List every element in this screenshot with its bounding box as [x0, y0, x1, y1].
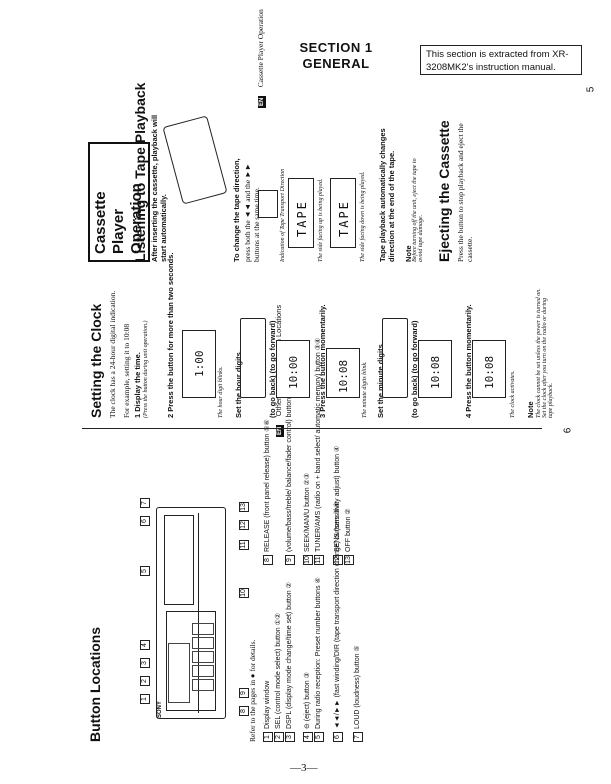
callout-2: 2: [133, 673, 151, 686]
callout-4: 4: [133, 637, 151, 650]
dir-title: To change the tape direction,: [232, 158, 241, 262]
eject-text: Press the button to stop playback and ej…: [456, 123, 474, 262]
list-item: 13OFF button ②: [344, 508, 354, 565]
en-badge: EN: [276, 424, 284, 437]
callout-5: 5: [133, 563, 151, 576]
cassette-page-head-label: Cassette Player Operation: [256, 9, 265, 88]
eject-title: Ejecting the Cassette: [436, 120, 452, 262]
clock-step1b: (Press the button during unit operation.…: [143, 320, 149, 418]
clock-caption-4: The clock activates.: [510, 370, 516, 418]
setting-clock-title: Setting the Clock: [88, 303, 104, 418]
extract-note: This section is extracted from XR-3208MK…: [420, 45, 582, 75]
callout-7: 7: [133, 495, 151, 508]
clock-note-heading: Note: [526, 401, 535, 418]
listen-title: Listening to Tape Playback: [132, 82, 148, 262]
tape-value: TAPE: [295, 200, 309, 237]
cassette-page-head: EN Cassette Player Operation: [250, 9, 268, 108]
callout-3: 3: [133, 655, 151, 668]
button-locations-title: Button Locations: [87, 626, 103, 742]
callout-12: 12: [239, 520, 249, 530]
page-footer: —3—: [290, 762, 318, 774]
list-item: 1Display window: [262, 681, 273, 742]
callout-11: 11: [239, 540, 249, 550]
front-panel-illustration: SONY: [138, 503, 228, 723]
tape-display-b: TAPE: [330, 178, 356, 248]
list-item: 12SENS (sensitivity adjust) button ④: [333, 445, 343, 565]
list-item: 5During radio reception: Preset number b…: [313, 577, 324, 742]
section-heading: SECTION 1 GENERAL: [276, 40, 396, 72]
list-item: 2SEL (control mode select) button ①②: [273, 613, 284, 742]
sony-logo: SONY: [157, 700, 163, 718]
clock-step1: 1 Display the time.: [133, 352, 142, 418]
callout-1: 1: [133, 691, 151, 704]
clock-intro: The clock has a 24-hour digital indicati…: [108, 290, 117, 418]
page-number-right: 5: [585, 86, 597, 93]
refer-text: Refer to the pages in ● for details.: [248, 639, 257, 742]
lcd-display: 1:00: [182, 330, 216, 398]
lcd-display: 10:08: [326, 348, 360, 398]
lcd-display: 10:08: [472, 340, 506, 398]
section-title: GENERAL: [302, 56, 370, 71]
list-item: 3DSPL (display mode change/time set) but…: [284, 582, 295, 742]
tape-value: TAPE: [337, 200, 351, 237]
indication-label: Indication of Tape Transport Direction: [280, 168, 286, 262]
auto-reverse-title: Tape playback automatically changes dire…: [378, 128, 396, 262]
list-item: 4⊖ (eject) button ③: [302, 672, 313, 742]
lcd-value: 10:08: [337, 359, 350, 393]
cassette-insert-illustration: [162, 115, 228, 205]
callout-10: 10: [239, 588, 249, 598]
lcd-value: 10:00: [287, 355, 300, 389]
tape-caption-b: The side facing down is being played.: [360, 171, 366, 263]
callout-6: 6: [133, 513, 151, 526]
clock-caption-3: The minute digits blink.: [362, 361, 368, 418]
clock-note-text: The clock cannot be set unless the power…: [536, 288, 554, 418]
en-badge: EN: [258, 95, 266, 108]
lcd-display: 10:08: [418, 340, 452, 398]
list-item: 7LOUD (loudness) button ⑤: [352, 645, 363, 742]
lcd-value: 10:08: [429, 355, 442, 389]
list-item: 8RELEASE (front panel release) button ⑤⑥: [262, 419, 273, 565]
dir-buttons-illustration: [258, 190, 278, 218]
callout-13: 13: [239, 502, 249, 512]
section-number: SECTION 1: [299, 40, 373, 55]
tape-display-a: TAPE: [288, 178, 314, 248]
lcd-value: 10:08: [483, 355, 496, 389]
clock-caption-2: The hour digit blinks.: [218, 366, 224, 418]
tape-caption-a: The side facing up is being played.: [318, 178, 324, 263]
page-number-left: 6: [562, 427, 574, 434]
minute-buttons-illustration: [382, 318, 408, 398]
page-divider: [82, 428, 542, 429]
clock-example: For example, setting it to 10:08: [122, 323, 131, 418]
cassette-note-text: Before turning off the unit, eject the t…: [412, 158, 424, 262]
list-item: 10SEEK/MAN/U button ②③: [303, 472, 313, 565]
clock-step2: 2 Press the button for more than two sec…: [166, 252, 175, 418]
lcd-display: 10:00: [276, 340, 310, 398]
lcd-value: 1:00: [193, 350, 206, 378]
hour-buttons-illustration: [240, 318, 266, 398]
